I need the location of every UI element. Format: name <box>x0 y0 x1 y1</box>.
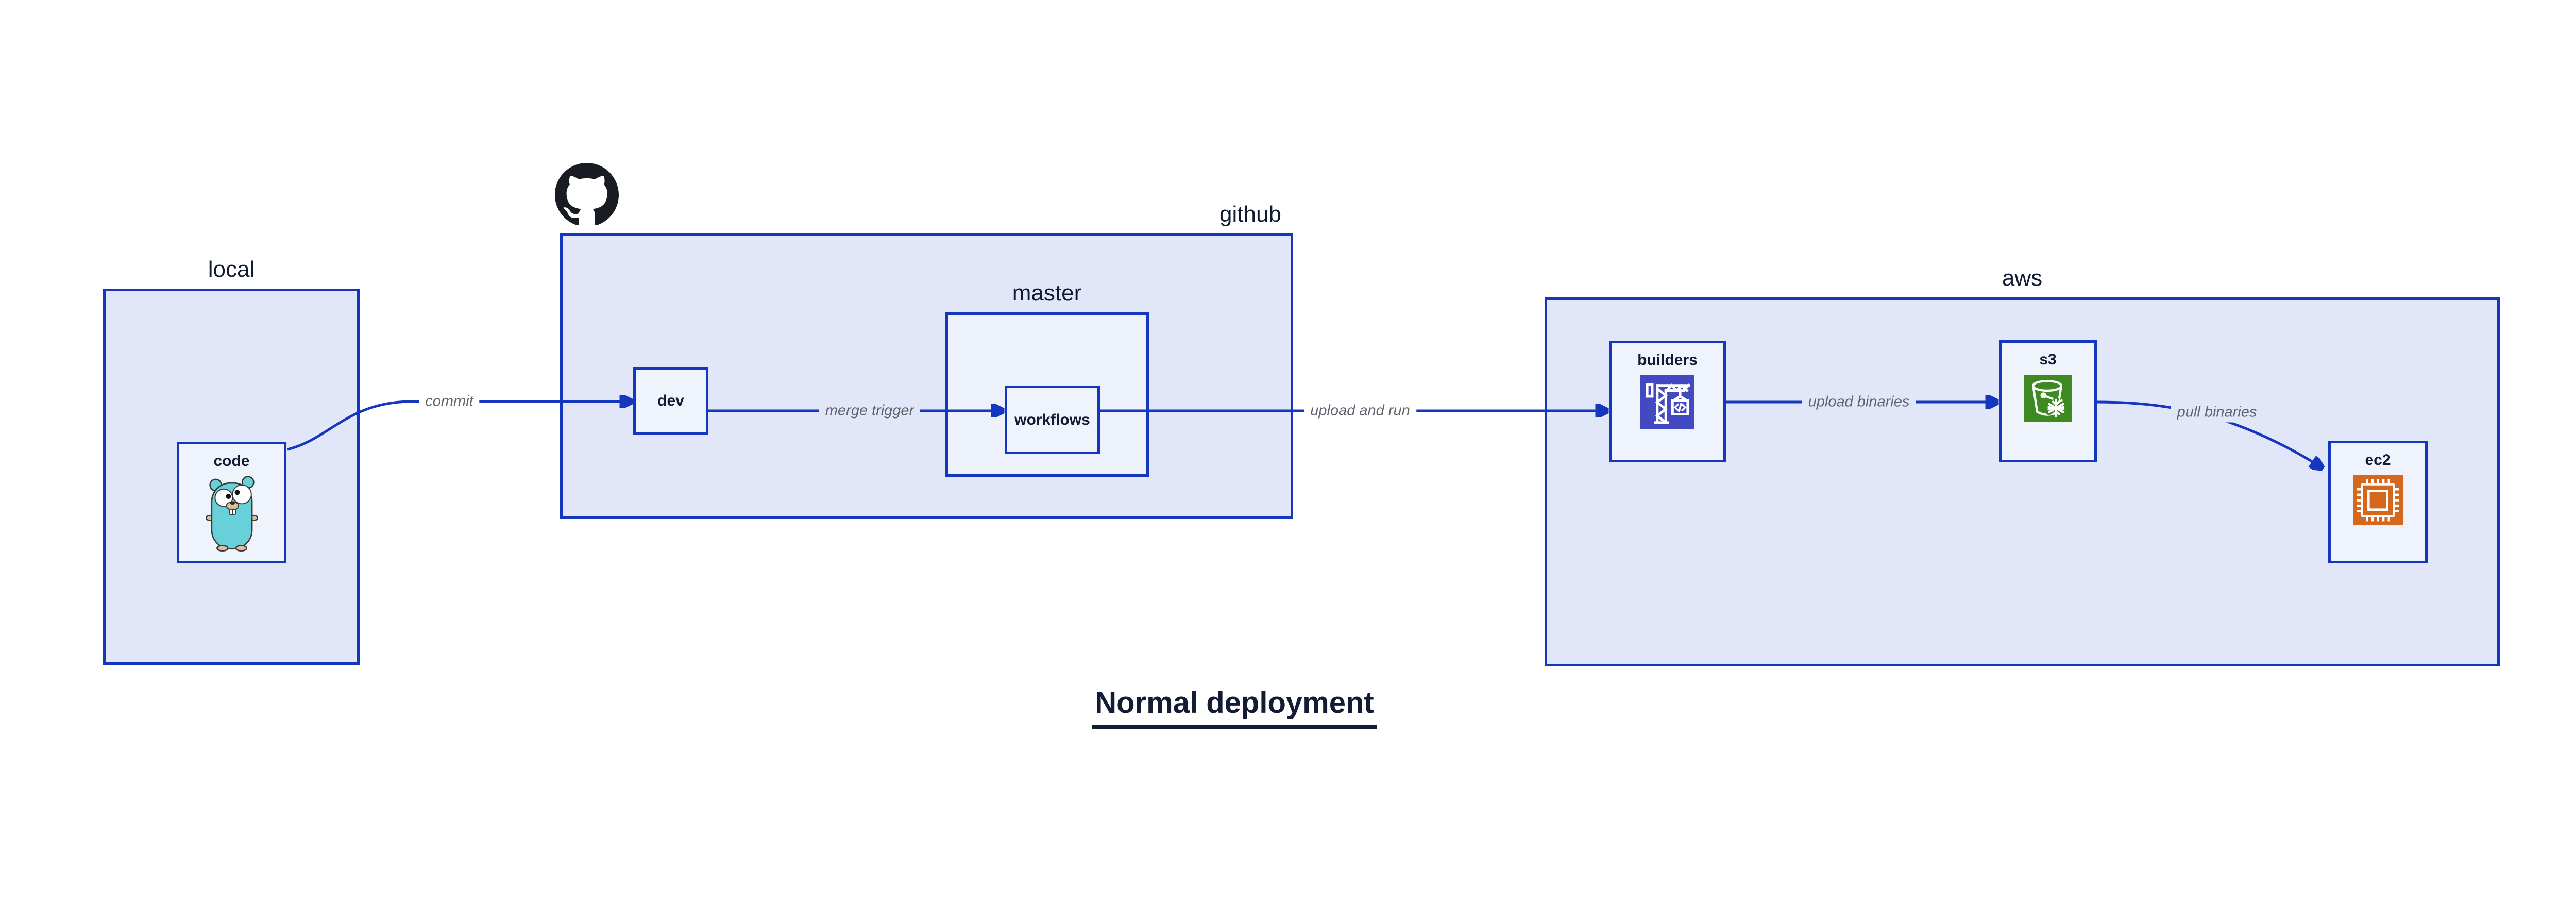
node-builders-label: builders <box>1637 352 1698 369</box>
node-s3-label: s3 <box>2039 351 2057 368</box>
codebuild-crane-icon <box>1640 375 1694 429</box>
node-dev-label: dev <box>657 392 684 409</box>
diagram-title: Normal deployment <box>1092 686 1377 729</box>
node-s3: s3 <box>1999 340 2097 462</box>
node-builders: builders <box>1609 341 1726 462</box>
node-dev: dev <box>633 367 708 435</box>
edge-label-upload-binaries: upload binaries <box>1802 392 1916 412</box>
cluster-label-local: local <box>208 257 255 282</box>
node-code-label: code <box>213 453 250 470</box>
go-gopher-icon <box>201 476 262 552</box>
s3-bucket-snowflake-icon <box>2024 375 2072 422</box>
node-ec2: ec2 <box>2328 441 2428 563</box>
edge-label-commit: commit <box>419 391 480 412</box>
cluster-label-github: github <box>1219 202 1281 227</box>
ec2-chip-icon <box>2353 475 2403 525</box>
cluster-label-aws: aws <box>2002 265 2043 291</box>
node-code: code <box>177 442 286 563</box>
github-octocat-logo-icon <box>554 163 619 227</box>
node-workflows: workflows <box>1005 386 1100 454</box>
node-workflows-label: workflows <box>1014 411 1090 428</box>
edge-label-upload-and-run: upload and run <box>1304 400 1416 421</box>
node-ec2-label: ec2 <box>2365 452 2391 469</box>
edge-label-pull-binaries: pull binaries <box>2171 402 2263 423</box>
edge-label-merge-trigger: merge trigger <box>819 400 921 421</box>
cluster-label-master: master <box>1012 280 1082 306</box>
